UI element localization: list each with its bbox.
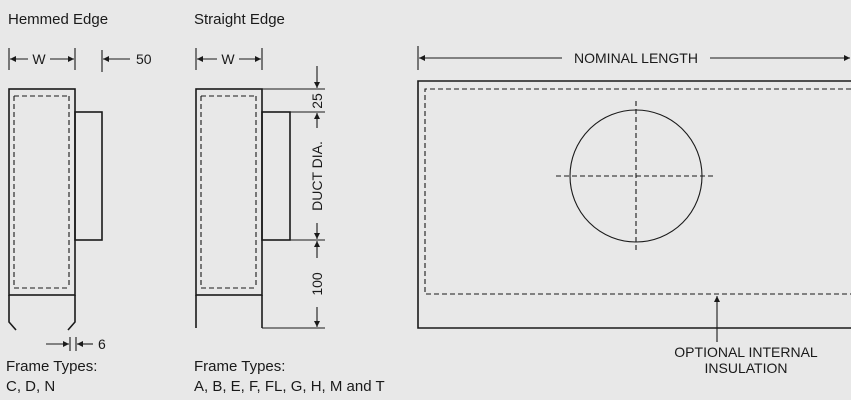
- hemmed-edge-view: Hemmed Edge W 50: [6, 11, 152, 395]
- straight-collar: [261, 111, 291, 241]
- hemmed-6-label: 6: [98, 336, 106, 352]
- insulation-line: [424, 88, 851, 295]
- hemmed-edge-title: Hemmed Edge: [8, 11, 108, 28]
- straight-25-label: 25: [309, 93, 325, 109]
- straight-edge-title: Straight Edge: [194, 11, 285, 28]
- hemmed-left-leg: [8, 295, 17, 331]
- straight-frame-outline: [195, 88, 263, 296]
- straight-frame-types-label: Frame Types:: [194, 358, 285, 375]
- nominal-length-label: NOMINAL LENGTH: [574, 50, 698, 66]
- insulation-label-line2: INSULATION: [705, 360, 788, 376]
- hemmed-right-leg: [67, 295, 76, 331]
- insulation-label-line1: OPTIONAL INTERNAL: [674, 344, 818, 360]
- straight-100-label: 100: [309, 272, 325, 296]
- hemmed-w-dimension: W: [8, 48, 76, 70]
- hemmed-50-dimension: 50: [101, 50, 152, 72]
- plan-view: NOMINAL LENGTH OPTIONAL INTERNAL INSULAT…: [417, 46, 851, 376]
- straight-frame-types: A, B, E, F, FL, G, H, M and T: [194, 378, 385, 395]
- nominal-length-dimension: NOMINAL LENGTH: [417, 46, 850, 70]
- hemmed-w-label: W: [32, 51, 46, 67]
- hemmed-6-dimension: 6: [46, 336, 106, 352]
- plan-outline: [417, 80, 851, 329]
- straight-edge-view: Straight Edge W 25: [194, 11, 385, 395]
- hemmed-frame-types: C, D, N: [6, 378, 55, 395]
- hemmed-frame-outline: [8, 88, 76, 296]
- straight-w-label: W: [221, 51, 235, 67]
- hemmed-collar: [74, 111, 103, 241]
- hemmed-50-label: 50: [136, 51, 152, 67]
- straight-vertical-dimensions: 25 DUCT DIA. 100: [262, 66, 325, 329]
- hemmed-frame-types-label: Frame Types:: [6, 358, 97, 375]
- straight-duct-dia-label: DUCT DIA.: [309, 141, 325, 211]
- straight-w-dimension: W: [195, 48, 263, 70]
